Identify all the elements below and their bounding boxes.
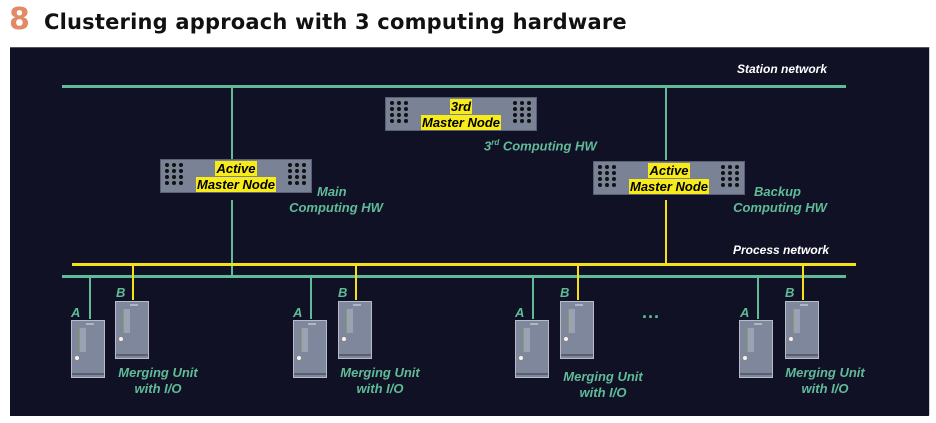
mu1-caption: Merging Unit with I/O — [118, 365, 198, 396]
third-node-line1: 3rd — [449, 99, 473, 114]
vent-dots-left — [165, 163, 184, 185]
mu1-a-link — [89, 277, 91, 319]
mu2-device-a — [293, 320, 327, 378]
backup-node-line2: Master Node — [628, 179, 710, 194]
mu2-device-b — [338, 301, 372, 359]
mu3-device-b — [560, 301, 594, 359]
backup-node-station-link — [665, 87, 667, 160]
backup-node-line1: Active — [648, 163, 690, 178]
mu4-b-link — [802, 265, 804, 300]
mu2-a-link — [310, 277, 312, 319]
panel-edge — [929, 47, 930, 415]
mu1-label-b: B — [116, 285, 126, 300]
vent-dots-left — [598, 165, 617, 187]
mu3-a-link — [532, 277, 534, 319]
more-units-ellipsis: ... — [642, 302, 661, 322]
main-node-station-link — [231, 87, 233, 159]
station-network-label: Station network — [737, 62, 828, 76]
third-node-line2: Master Node — [420, 115, 502, 130]
main-computing-hw-label: Main Computing HW — [289, 184, 383, 215]
mu4-label-b: B — [785, 285, 795, 300]
backup-computing-hw-label: Backup Computing HW — [733, 184, 827, 215]
third-master-node: 3rd Master Node — [385, 97, 537, 131]
mu4-a-link — [757, 277, 759, 319]
process-network-bus — [72, 263, 856, 266]
process-network-label: Process network — [733, 243, 830, 257]
third-computing-hw-label: 3rd Computing HW — [484, 138, 597, 154]
main-node-line1: Active — [215, 161, 257, 176]
vent-dots-right — [288, 163, 307, 185]
main-active-master-node: Active Master Node — [160, 159, 312, 193]
mu3-label-a: A — [515, 305, 525, 320]
vent-dots-right — [721, 165, 740, 187]
mu1-device-b — [115, 301, 149, 359]
mu3-label-b: B — [560, 285, 570, 300]
mu1-b-link — [132, 265, 134, 300]
mu2-label-a: A — [293, 305, 303, 320]
figure-number: 8 — [9, 2, 30, 37]
station-network-lower-bus — [62, 275, 846, 278]
backup-active-master-node: Active Master Node — [593, 161, 745, 195]
mu4-device-a — [739, 320, 773, 378]
mu2-caption: Merging Unit with I/O — [340, 365, 420, 396]
mu2-label-b: B — [338, 285, 348, 300]
mu4-label-a: A — [740, 305, 750, 320]
mu4-caption: Merging Unit with I/O — [785, 365, 865, 396]
mu1-device-a — [71, 320, 105, 378]
main-node-line2: Master Node — [195, 177, 277, 192]
vent-dots-left — [390, 101, 409, 123]
backup-node-process-link — [665, 200, 667, 264]
mu2-b-link — [355, 265, 357, 300]
main-node-process-link — [231, 200, 233, 276]
mu3-caption: Merging Unit with I/O — [563, 369, 643, 400]
vent-dots-right — [513, 101, 532, 123]
mu3-device-a — [515, 320, 549, 378]
mu3-b-link — [577, 265, 579, 300]
station-network-bus — [62, 85, 846, 88]
mu1-label-a: A — [71, 305, 81, 320]
figure-title: Clustering approach with 3 computing har… — [44, 10, 627, 34]
mu4-device-b — [785, 301, 819, 359]
